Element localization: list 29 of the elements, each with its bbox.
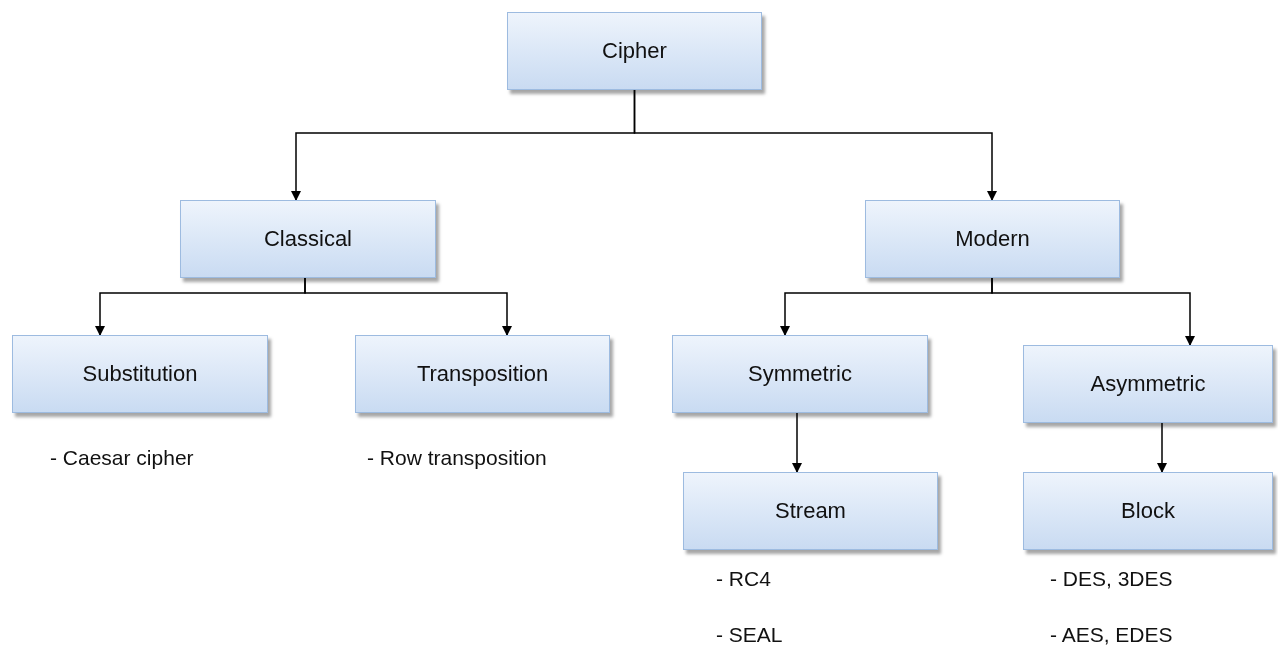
list-item: - AES, EDES — [1050, 623, 1173, 647]
arrow — [633, 89, 997, 201]
process-box — [865, 200, 1120, 278]
process-box — [1023, 345, 1273, 423]
node-label: Stream — [775, 498, 846, 524]
arrow — [1157, 422, 1167, 473]
arrow — [792, 412, 802, 473]
list-item: - Row transposition — [367, 446, 547, 470]
node-label: Classical — [264, 226, 352, 252]
list-item: - Caesar cipher — [50, 446, 194, 470]
list-item: - SEAL — [716, 623, 783, 647]
arrow — [991, 277, 1195, 346]
process-box — [683, 472, 938, 550]
arrow — [304, 277, 512, 336]
node-label: Transposition — [416, 361, 549, 387]
node-label: Symmetric — [748, 361, 852, 387]
node-label: Substitution — [82, 361, 198, 387]
process-box — [180, 200, 436, 278]
process-box — [12, 335, 268, 413]
node-label: Modern — [955, 226, 1030, 252]
process-box — [672, 335, 928, 413]
process-box — [355, 335, 610, 413]
list-item: - DES, 3DES — [1050, 567, 1173, 591]
list-item: - RC4 — [716, 567, 771, 591]
node-label: Asymmetric — [1090, 371, 1206, 397]
process-box — [1023, 472, 1273, 550]
node-label: Cipher — [602, 38, 667, 64]
process-box — [507, 12, 762, 90]
node-label: Block — [1121, 498, 1175, 524]
